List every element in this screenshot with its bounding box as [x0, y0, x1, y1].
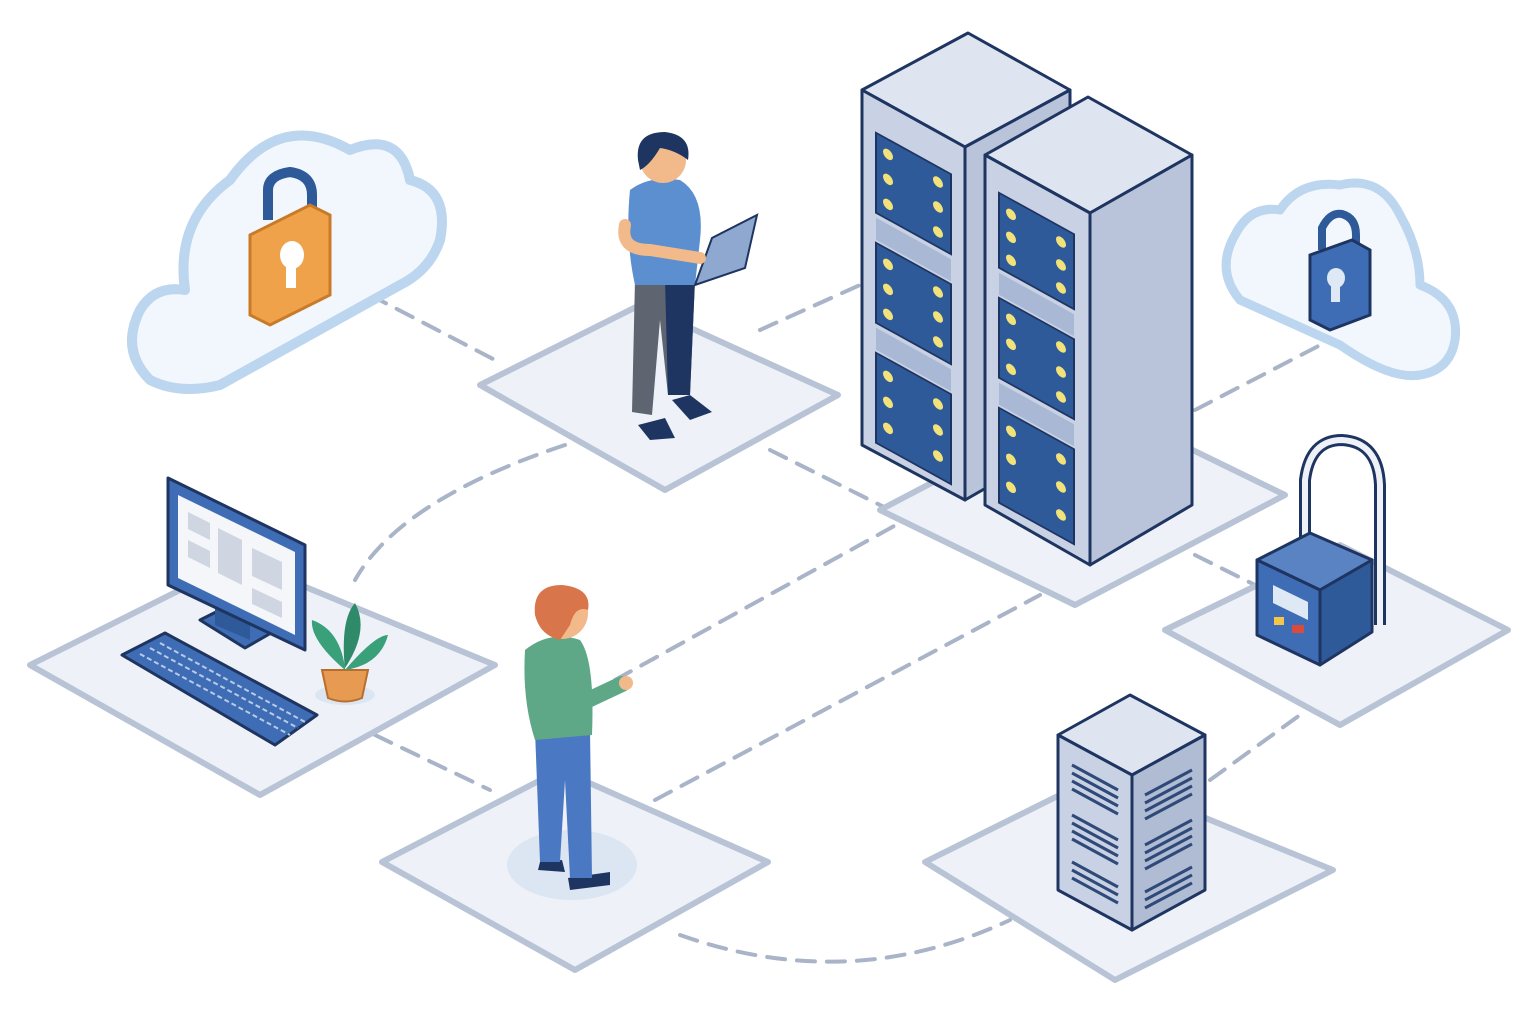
small-server-icon: [1056, 693, 1207, 932]
keyboard-icon: [120, 631, 319, 747]
person-with-laptop: [618, 132, 759, 440]
server-rack-icon: [983, 95, 1194, 567]
connector-computer-to-person: [373, 733, 492, 792]
connector-user-to-computer: [353, 443, 567, 582]
connector-lock-to-servers: [1193, 553, 1257, 587]
platform-user: [477, 302, 841, 493]
plant-icon: [311, 603, 388, 705]
desktop-computer-icon: [166, 476, 307, 652]
person-standing: [507, 585, 637, 900]
connector-user-to-server-platform: [768, 448, 902, 517]
connector-person-to-small-server: [678, 918, 1012, 964]
connector-person-to-server-platform: [653, 593, 1042, 802]
connector-cloud2-to-servers: [1193, 338, 1332, 412]
cloud-lock-icon: [127, 130, 447, 394]
cloud-lock-icon: [1221, 178, 1461, 381]
platform-computer: [27, 557, 498, 798]
hardware-lock-icon: [1255, 433, 1386, 667]
connectors: [353, 283, 1332, 964]
connector-small-server-to-lock: [1208, 713, 1302, 782]
connector-person-to-servers: [613, 518, 907, 682]
connector-user-to-servers: [758, 283, 862, 332]
connector-cloud-to-user: [368, 293, 497, 362]
